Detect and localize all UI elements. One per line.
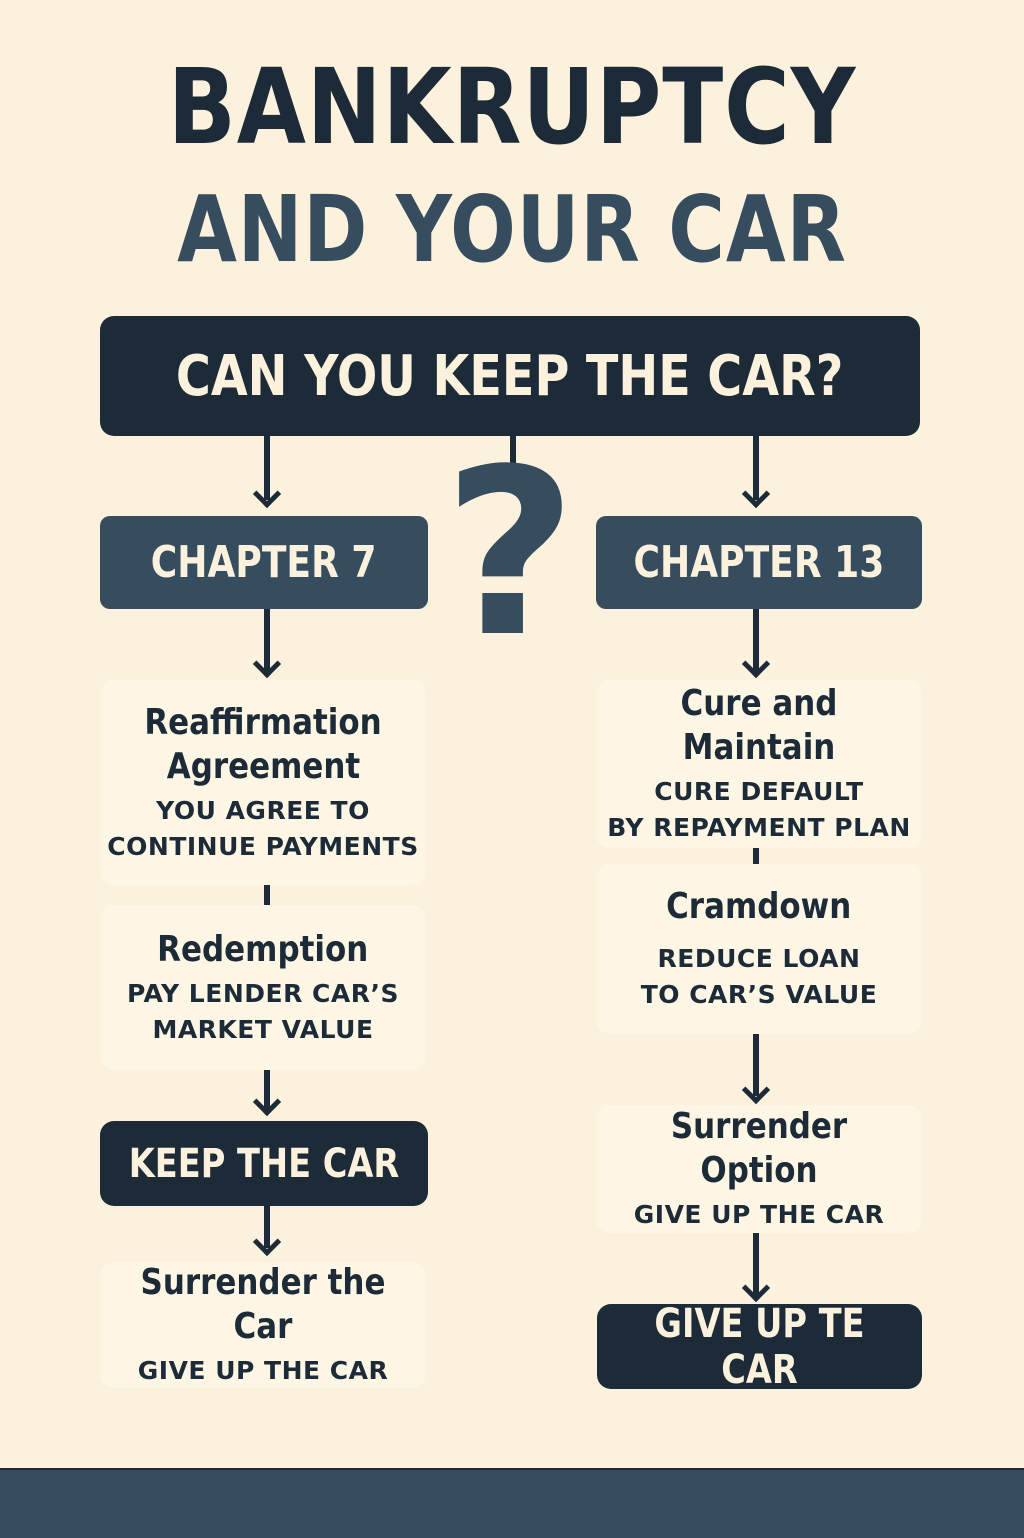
option-desc: REDUCE LOAN: [657, 944, 861, 973]
arrow-down-icon: [252, 479, 282, 509]
chapter-7-box: CHAPTER 7: [100, 516, 428, 609]
chapter-13-label: CHAPTER 13: [633, 537, 885, 588]
arrow-down-icon: [252, 1087, 282, 1117]
option-desc: MARKET VALUE: [152, 1014, 374, 1044]
result-label: GIVE UP TE CAR: [654, 1300, 865, 1393]
option-desc: CONTINUE PAYMENTS: [107, 831, 419, 861]
option-desc: BY REPAYMENT PLAN: [607, 813, 911, 842]
option-desc: YOU AGREE TO: [156, 795, 370, 825]
option-cure-maintain: Cure and Maintain CURE DEFAULT BY REPAYM…: [596, 680, 922, 848]
arrow-down-icon: [252, 649, 282, 679]
arrow-down-icon: [741, 1075, 771, 1105]
connector-center: [510, 436, 516, 476]
question-box: CAN YOU KEEP THE CAR?: [100, 316, 920, 436]
arrow-down-icon: [741, 479, 771, 509]
option-cramdown: Cramdown REDUCE LOAN TO CAR’S VALUE: [596, 864, 922, 1034]
arrow-down-icon: [252, 1227, 282, 1257]
option-surrender-car: Surrender the Car GIVE UP THE CAR: [100, 1262, 426, 1388]
question-label: CAN YOU KEEP THE CAR?: [176, 343, 844, 409]
connector-left: [264, 436, 270, 500]
connector: [264, 1206, 270, 1248]
option-desc: GIVE UP THE CAR: [137, 1356, 389, 1385]
arrow-down-icon: [741, 1273, 771, 1303]
option-title: Surrender Option: [670, 1106, 848, 1191]
option-title: Agreement: [166, 745, 360, 787]
option-title: Surrender the Car: [140, 1262, 386, 1347]
arrow-down-icon: [741, 649, 771, 679]
option-reaffirmation: Reaffirmation Agreement YOU AGREE TO CON…: [100, 680, 426, 885]
connector: [264, 885, 270, 905]
result-give-up-car: GIVE UP TE CAR: [597, 1301, 922, 1393]
option-surrender-option: Surrender Option GIVE UP THE CAR: [596, 1105, 922, 1233]
title-line-2: AND YOUR CAR: [177, 176, 847, 283]
footer-band: [0, 1468, 1024, 1538]
result-keep-car: KEEP THE CAR: [100, 1121, 428, 1206]
option-title: Cramdown: [666, 886, 852, 927]
option-desc: GIVE UP THE CAR: [633, 1200, 885, 1229]
chapter-13-box: CHAPTER 13: [596, 516, 922, 609]
option-title: Cure and Maintain: [680, 683, 838, 768]
connector: [753, 1034, 759, 1096]
option-title: Redemption: [157, 928, 369, 970]
connector: [753, 1233, 759, 1295]
option-desc: TO CAR’S VALUE: [640, 980, 878, 1009]
option-desc: CURE DEFAULT: [654, 777, 864, 806]
option-desc: PAY LENDER CAR’S: [127, 978, 399, 1008]
option-redemption: Redemption PAY LENDER CAR’S MARKET VALUE: [100, 905, 426, 1070]
connector: [753, 848, 759, 864]
connector-right: [753, 436, 759, 500]
connector: [264, 609, 270, 671]
title-line-1: BANKRUPTCY: [167, 46, 857, 168]
connector: [753, 609, 759, 671]
option-title: Reaffirmation: [144, 701, 382, 743]
connector: [264, 1070, 270, 1110]
question-mark-icon: ?: [443, 421, 577, 688]
chapter-7-label: CHAPTER 7: [151, 537, 377, 588]
result-label: KEEP THE CAR: [128, 1140, 400, 1187]
